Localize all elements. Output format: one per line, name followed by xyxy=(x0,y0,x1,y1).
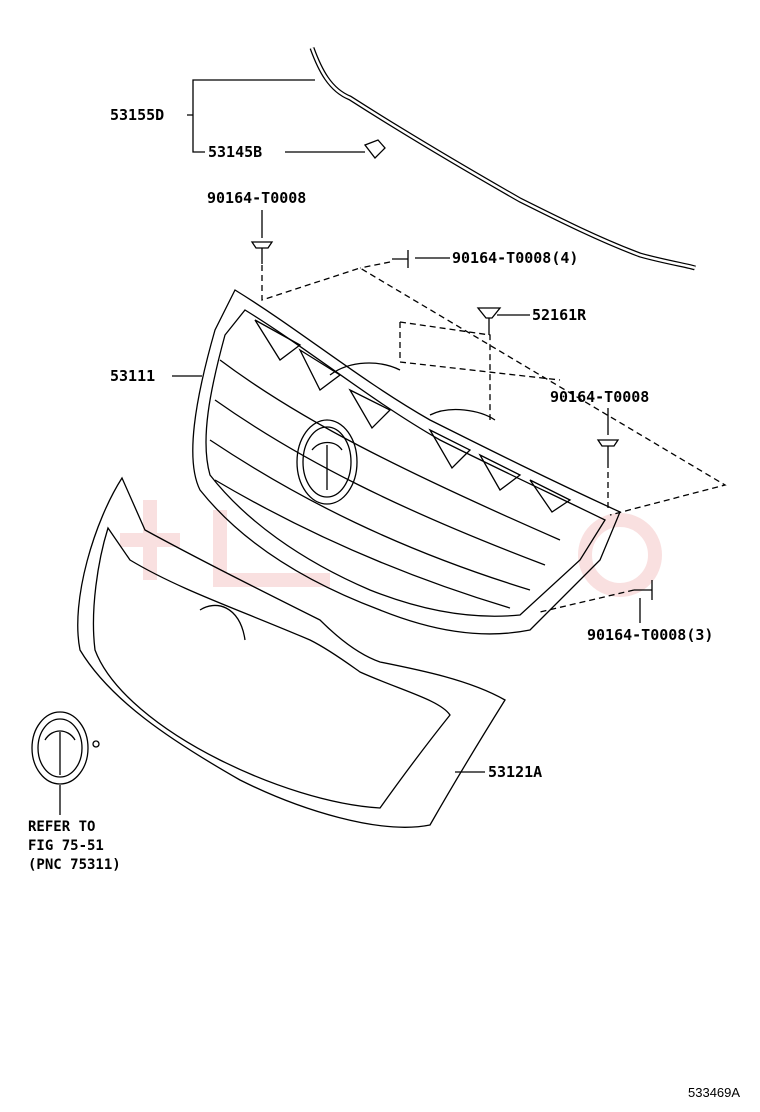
hood-molding xyxy=(309,47,696,271)
watermark-logo xyxy=(120,500,662,597)
grille-emblem xyxy=(296,419,358,505)
clip-52161R xyxy=(476,307,502,335)
screw-3 xyxy=(634,580,653,600)
screw-top-left xyxy=(250,241,274,264)
assembly-dash-lines xyxy=(261,261,727,613)
label-90164-top: 90164-T0008 xyxy=(207,189,307,207)
toyota-emblem xyxy=(31,711,100,785)
label-53121A: 53121A xyxy=(488,763,543,781)
label-52161R: 52161R xyxy=(532,306,587,324)
diagram-code: 533469A xyxy=(688,1085,741,1100)
reference-line-1: REFER TO xyxy=(28,819,96,835)
reference-line-3: (PNC 75311) xyxy=(28,857,121,873)
screw-right xyxy=(596,439,620,462)
clip-53145B xyxy=(363,139,386,159)
leader-53155D xyxy=(187,79,315,153)
reference-line-2: FIG 75-51 xyxy=(28,838,104,854)
label-90164-right: 90164-T0008 xyxy=(550,388,650,406)
label-53111: 53111 xyxy=(110,367,156,385)
grille-surround xyxy=(77,476,506,828)
radiator-grille xyxy=(192,289,621,635)
screw-4 xyxy=(392,250,409,268)
label-53145B: 53145B xyxy=(208,143,263,161)
label-53155D: 53155D xyxy=(110,106,165,124)
label-90164-4: 90164-T0008(4) xyxy=(452,249,579,267)
label-90164-3: 90164-T0008(3) xyxy=(587,626,714,644)
